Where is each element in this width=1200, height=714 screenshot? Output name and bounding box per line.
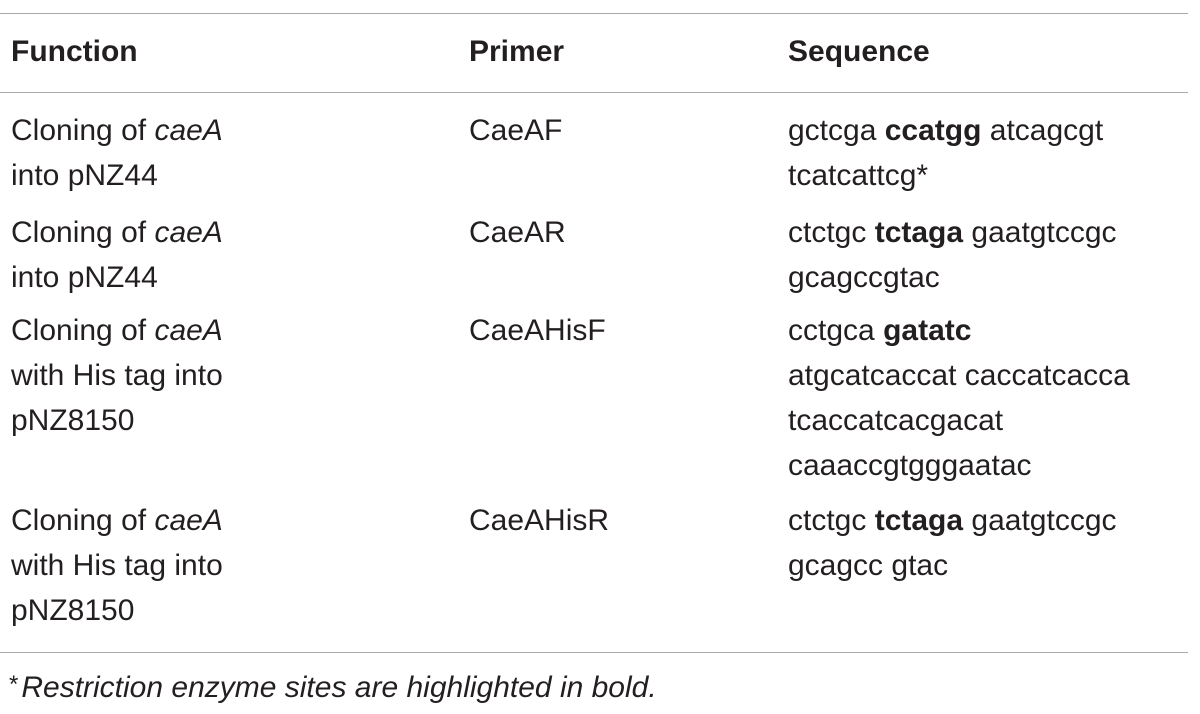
row-3-function: Cloning of caeA with His tag into pNZ815…	[11, 314, 223, 437]
header-function: Function	[11, 35, 138, 68]
row-2-primer: CaeAR	[469, 216, 566, 249]
row-3-primer: CaeAHisF	[469, 314, 606, 347]
footnote-mark: *	[9, 671, 19, 698]
restriction-site: gatatc	[883, 314, 972, 347]
restriction-site: tctaga	[874, 504, 964, 537]
header-rule	[0, 92, 1188, 93]
row-3-sequence: cctgca gatatc atgcatcaccat caccatcacca t…	[788, 314, 1130, 482]
restriction-site: tctaga	[874, 216, 964, 249]
row-4-sequence: ctctgc tctaga gaatgtccgc gcagcc gtac	[788, 504, 1117, 582]
gene-name: caeA	[154, 216, 223, 249]
gene-name: caeA	[154, 504, 223, 537]
restriction-site: ccatgg	[884, 114, 982, 147]
row-1-primer: CaeAF	[469, 114, 563, 147]
row-4-primer: CaeAHisR	[469, 504, 610, 537]
top-rule	[0, 13, 1188, 14]
header-sequence: Sequence	[788, 35, 930, 68]
gene-name: caeA	[154, 314, 223, 347]
bottom-rule	[0, 652, 1188, 653]
footnote-text: Restriction enzyme sites are highlighted…	[21, 671, 657, 704]
row-1-function: Cloning of caeA into pNZ44	[11, 114, 223, 192]
row-1-sequence: gctcga ccatgg atcagcgt tcatcattcg*	[788, 114, 1104, 192]
row-2-function: Cloning of caeA into pNZ44	[11, 216, 223, 294]
table-footnote: *Restriction enzyme sites are highlighte…	[9, 665, 657, 708]
row-2-sequence: ctctgc tctaga gaatgtccgc gcagccgtac	[788, 216, 1117, 294]
header-primer: Primer	[469, 35, 565, 68]
row-4-function: Cloning of caeA with His tag into pNZ815…	[11, 504, 223, 627]
gene-name: caeA	[154, 114, 223, 147]
